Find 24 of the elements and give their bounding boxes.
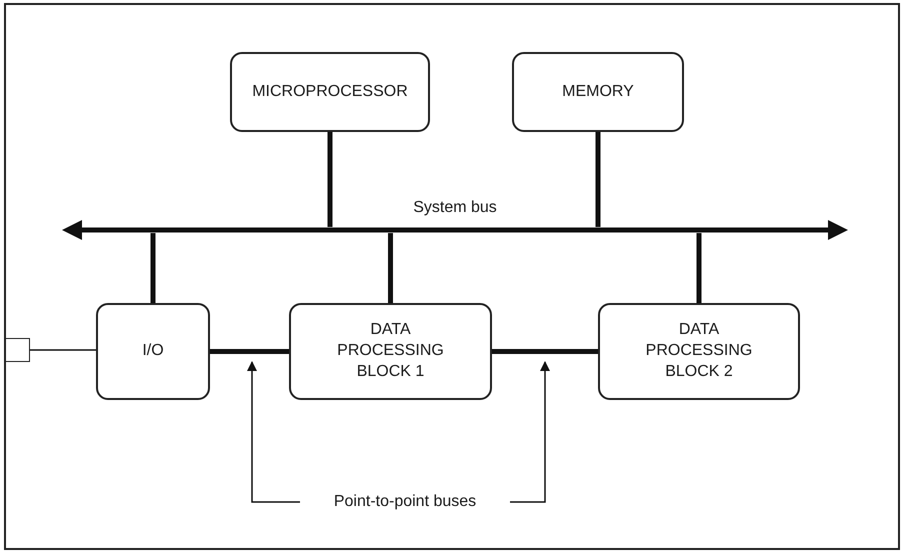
system-bus (62, 198, 848, 242)
box-label: MEMORY (562, 82, 634, 102)
process-box (598, 303, 800, 400)
box-label: I/O (142, 341, 164, 362)
bus-line (596, 132, 600, 227)
process-box (230, 52, 430, 132)
connector-box (5, 338, 30, 362)
connector-line (30, 349, 96, 351)
process-box (289, 303, 492, 400)
bus-line (210, 349, 289, 354)
box-label: MICROPROCESSOR (252, 82, 408, 102)
box-label: DATA PROCESSING BLOCK 1 (336, 320, 445, 382)
leader-line (510, 361, 550, 503)
callout-label: Point-to-point buses (300, 490, 510, 514)
bus-line (150, 233, 156, 303)
bus-line (696, 233, 702, 303)
bus-line (388, 233, 393, 303)
bus-line (328, 132, 332, 227)
box-label: DATA PROCESSING BLOCK 2 (644, 320, 754, 382)
bus-line (492, 349, 598, 354)
process-box (96, 303, 210, 400)
bus-label: System bus (412, 198, 498, 218)
leader-line (247, 361, 300, 503)
process-box (512, 52, 684, 132)
